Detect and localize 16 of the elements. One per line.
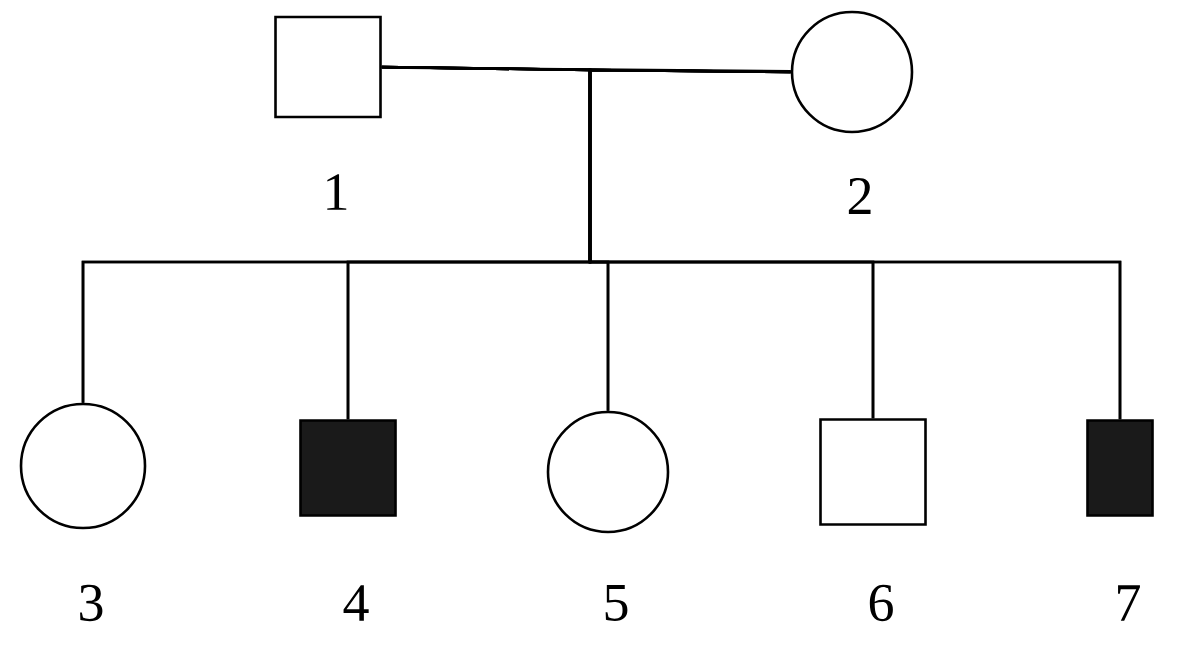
pedigree-circle	[546, 410, 670, 534]
descent-line	[588, 68, 1122, 420]
pedigree-square	[1086, 419, 1154, 517]
individual-number: 2	[848, 178, 871, 214]
marriage-line	[381, 66, 791, 73]
individual-number: 7	[1118, 585, 1140, 621]
individual-number: 6	[869, 584, 893, 622]
individual-number: 5	[605, 585, 628, 621]
pedigree-circle	[790, 10, 914, 134]
pedigree-square	[274, 15, 382, 119]
individual-number: 3	[80, 584, 103, 622]
pedigree-square	[819, 418, 927, 526]
pedigree-circle	[19, 402, 147, 530]
individual-number: 1	[327, 174, 347, 210]
pedigree-square	[299, 419, 397, 517]
individual-number: 4	[343, 585, 369, 621]
